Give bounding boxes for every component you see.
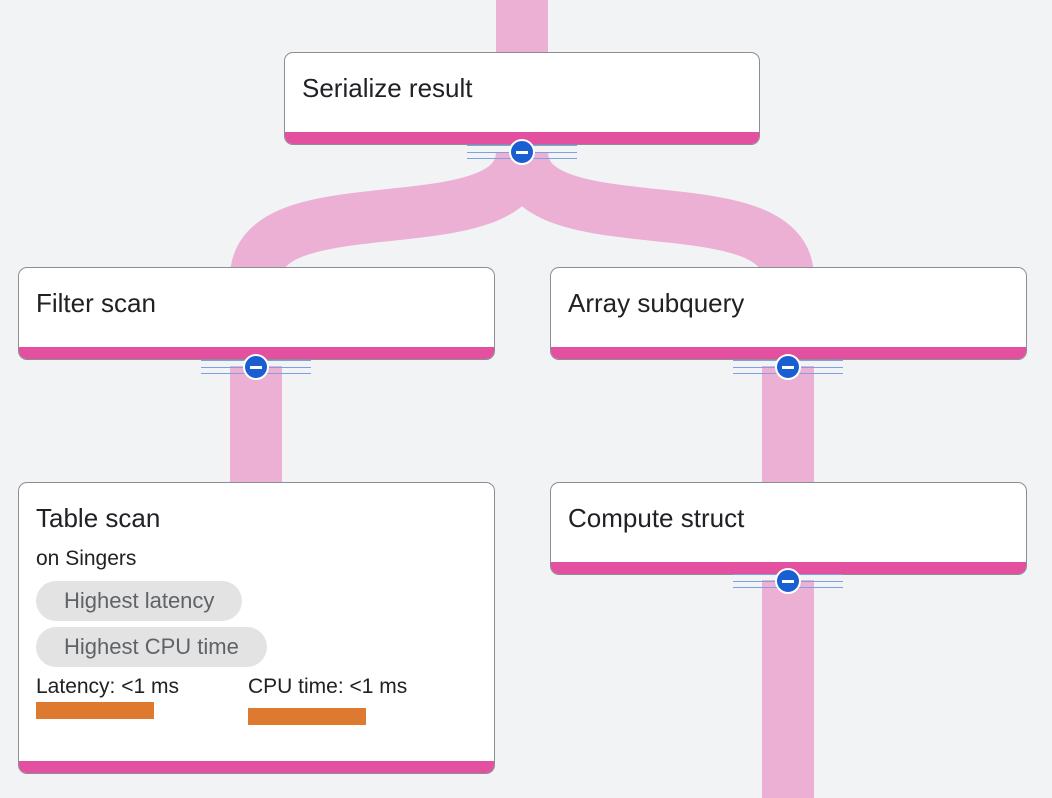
latency-bar xyxy=(36,702,154,719)
node-title: Serialize result xyxy=(302,73,473,103)
collapse-minus-icon[interactable] xyxy=(509,139,535,165)
collapse-filter-scan-button[interactable] xyxy=(201,354,311,380)
node-title: Table scan xyxy=(36,503,161,533)
node-title: Compute struct xyxy=(568,503,745,533)
node-serialize-result[interactable]: Serialize result xyxy=(284,52,760,145)
collapse-array-subquery-button[interactable] xyxy=(733,354,843,380)
node-title: Array subquery xyxy=(568,288,745,318)
highest-latency-badge: Highest latency xyxy=(36,581,243,621)
node-compute-struct[interactable]: Compute struct xyxy=(550,482,1027,575)
node-subtitle: on Singers xyxy=(36,547,137,570)
cpu-time-label: CPU time: <1 ms xyxy=(248,675,408,698)
highest-cpu-time-badge: Highest CPU time xyxy=(36,627,267,667)
node-array-subquery[interactable]: Array subquery xyxy=(550,267,1027,360)
collapse-compute-struct-button[interactable] xyxy=(733,568,843,594)
latency-label: Latency: <1 ms xyxy=(36,675,179,698)
cpu-time-bar xyxy=(248,708,366,725)
collapse-minus-icon[interactable] xyxy=(243,354,269,380)
edge-serialize-to-filter xyxy=(230,148,548,282)
node-table-scan[interactable]: Table scan on Singers Highest latency Hi… xyxy=(18,482,495,774)
node-title: Filter scan xyxy=(36,288,156,318)
collapse-serialize-result-button[interactable] xyxy=(467,139,577,165)
edge-serialize-to-array xyxy=(496,148,814,282)
node-filter-scan[interactable]: Filter scan xyxy=(18,267,495,360)
collapse-minus-icon[interactable] xyxy=(775,354,801,380)
collapse-minus-icon[interactable] xyxy=(775,568,801,594)
